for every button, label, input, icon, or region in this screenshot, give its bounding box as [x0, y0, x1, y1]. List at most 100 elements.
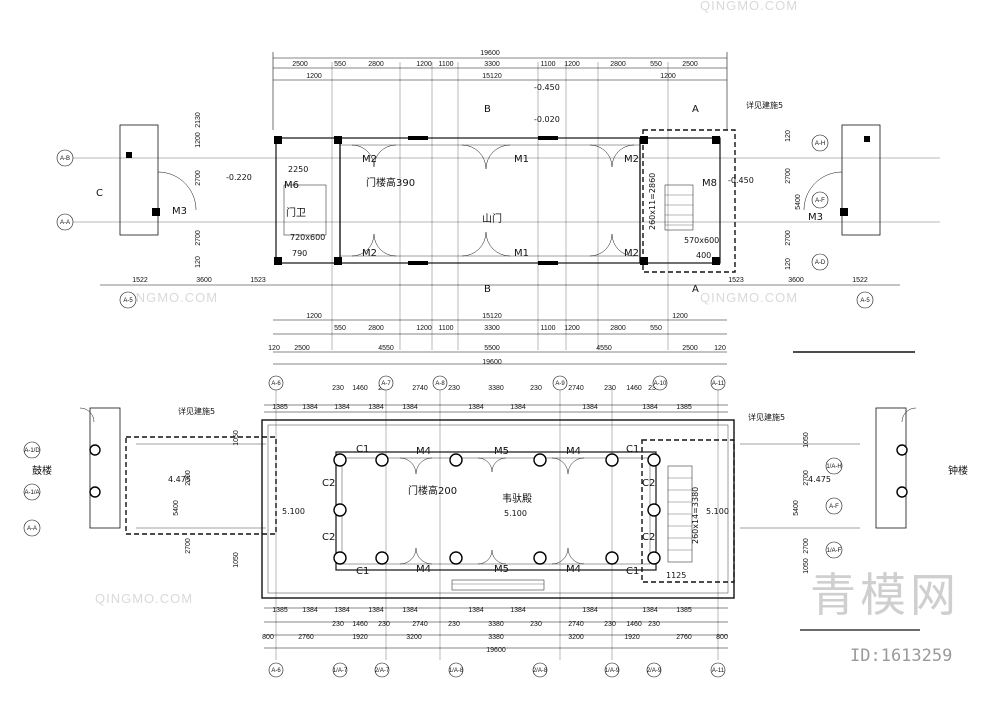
ldim-bot2-8: 2740	[568, 621, 584, 628]
ldim-bot2-10: 1460	[626, 621, 642, 628]
axis-a-f: A-F	[815, 198, 825, 204]
ldim-bot3-8: 2760	[676, 634, 692, 641]
dim-bot2-6: 1100	[540, 325, 555, 332]
label-elev-left: -0.220	[226, 173, 252, 182]
dim-top-2: 550	[334, 61, 346, 68]
ldim-bot2-11: 230	[648, 621, 660, 628]
brand-watermark: 青模网	[810, 568, 960, 622]
label-dim-400: 400	[696, 251, 711, 260]
label-window-right: 570x600	[684, 236, 719, 245]
ldim-bot3-6: 3200	[568, 634, 584, 641]
label-m5-top: M5	[494, 446, 509, 457]
ldim-left-vert-2: 2700	[185, 470, 192, 486]
dim-right-outer-1: 1523	[728, 277, 744, 284]
laxis-bot-8: A-11	[712, 668, 725, 674]
ldim-bot-total: 19600	[486, 647, 506, 654]
ldim-top-1: 1385	[272, 404, 288, 411]
label-elev-right-4475: 4.475	[808, 475, 831, 484]
watermark-text-4: QINGMO.COM	[700, 0, 798, 13]
lower-plan	[79, 388, 917, 660]
watermark-text-3: QINGMO.COM	[95, 591, 193, 606]
label-m2-top: M2	[362, 154, 377, 165]
dim-right-vert-3: 5400	[795, 194, 802, 210]
laxis-bot-4: 1/A-8	[449, 668, 464, 674]
laxis-right-2: A-F	[829, 504, 839, 510]
ldim-right-vert-1: 1050	[803, 432, 810, 448]
label-elev-left-4475: 4.475	[168, 475, 191, 484]
dim-bot3-1: 120	[268, 345, 280, 352]
label-m2-top-right: M2	[624, 154, 639, 165]
label-c2-l2: C2	[322, 532, 335, 543]
label-bell-tower: 钟楼	[948, 464, 968, 477]
axis-a-b: A-B	[60, 156, 70, 162]
label-elev-left-5100: 5.100	[282, 507, 305, 516]
ldim-bot-7: 1384	[510, 607, 526, 614]
dim-top-3: 2800	[368, 61, 384, 68]
ldim-top2-7: 230	[530, 385, 542, 392]
ldim-top2-5: 230	[448, 385, 460, 392]
label-drum-tower: 鼓楼	[32, 464, 52, 477]
ldim-bot-9: 1384	[642, 607, 658, 614]
label-section-c: C	[96, 188, 103, 199]
ldim-bot2-1: 230	[332, 621, 344, 628]
ldim-bot2-6: 3380	[488, 621, 504, 628]
label-door-head-top: 门楼高390	[366, 176, 415, 189]
label-c2-l1: C2	[322, 478, 335, 489]
label-detail-ref-top: 详见建施5	[746, 100, 783, 110]
ldim-bot-5: 1384	[402, 607, 418, 614]
ldim-bot-4: 1384	[368, 607, 384, 614]
ldim-bot3-3: 1920	[352, 634, 368, 641]
ldim-top2-8: 2740	[568, 385, 584, 392]
dim-left-outer-2: 3600	[196, 277, 212, 284]
upper-plan	[60, 52, 940, 365]
ldim-top2-10: 1460	[626, 385, 642, 392]
ldim-top-7: 1384	[510, 404, 526, 411]
ldim-bot-8: 1384	[582, 607, 598, 614]
ldim-top-2: 1384	[302, 404, 318, 411]
lower-plan-dim-texts: 1385 1384 1384 1384 1384 1384 1384 1384 …	[173, 385, 810, 654]
axis-a-d: A-D	[815, 260, 826, 266]
dim-left-outer-1: 1522	[132, 277, 148, 284]
label-mountain-gate: 山门	[482, 212, 502, 225]
label-m2-bottom: M2	[362, 248, 377, 259]
dim-bot3-4: 5500	[484, 345, 500, 352]
label-section-b-bottom: B	[484, 284, 491, 295]
label-elev-mid: -0.020	[534, 115, 560, 124]
label-m4-bottom-1: M4	[416, 564, 431, 575]
label-elev-top: -0.450	[534, 83, 560, 92]
label-window-left: 720x600	[290, 233, 325, 242]
dim-top-9: 2800	[610, 61, 626, 68]
laxis-top-3: A-8	[435, 381, 445, 387]
ldim-bot2-2: 1460	[352, 621, 368, 628]
dim-bot-1: 1200	[306, 313, 322, 320]
dim-right-outer-3: 1522	[852, 277, 868, 284]
dim-top2-2: 15120	[482, 73, 502, 80]
label-c1-br: C1	[626, 566, 639, 577]
dim-top-6: 3300	[484, 61, 500, 68]
label-dim-1125: 1125	[666, 571, 686, 580]
dim-bot-2: 15120	[482, 313, 502, 320]
laxis-top-5: A-10	[654, 381, 667, 387]
label-m3-right: M3	[808, 212, 823, 223]
label-m4-top-2: M4	[566, 446, 581, 457]
ldim-bot3-5: 3380	[488, 634, 504, 641]
watermark-text-2: QINGMO.COM	[700, 290, 798, 305]
dim-bot2-2: 2800	[368, 325, 384, 332]
ldim-top2-9: 230	[604, 385, 616, 392]
dim-total-top: 19600	[480, 50, 500, 57]
dim-bot2-1: 550	[334, 325, 346, 332]
ldim-top2-4: 2740	[412, 385, 428, 392]
label-m4-bottom-2: M4	[566, 564, 581, 575]
label-m1-bottom: M1	[514, 248, 529, 259]
dim-right-vert-4: 2700	[785, 230, 792, 246]
label-c2-r1: C2	[642, 478, 655, 489]
dim-top-10: 550	[650, 61, 662, 68]
axis-a-5-left: A-5	[123, 298, 133, 304]
upper-plan-labels: M2 M1 M2 M2 M1 M2 M3 M3 M6 M8 门卫 山门 门楼高3…	[96, 83, 823, 295]
ldim-right-vert-3: 5400	[793, 500, 800, 516]
upper-plan-axis-labels: A-B A-A A-5 A-H A-F A-D A-5	[60, 141, 870, 304]
label-section-a-bottom: A	[692, 284, 699, 295]
dim-bot2-8: 2800	[610, 325, 626, 332]
label-m8: M8	[702, 178, 717, 189]
laxis-bot-3: 2/A-7	[375, 668, 390, 674]
